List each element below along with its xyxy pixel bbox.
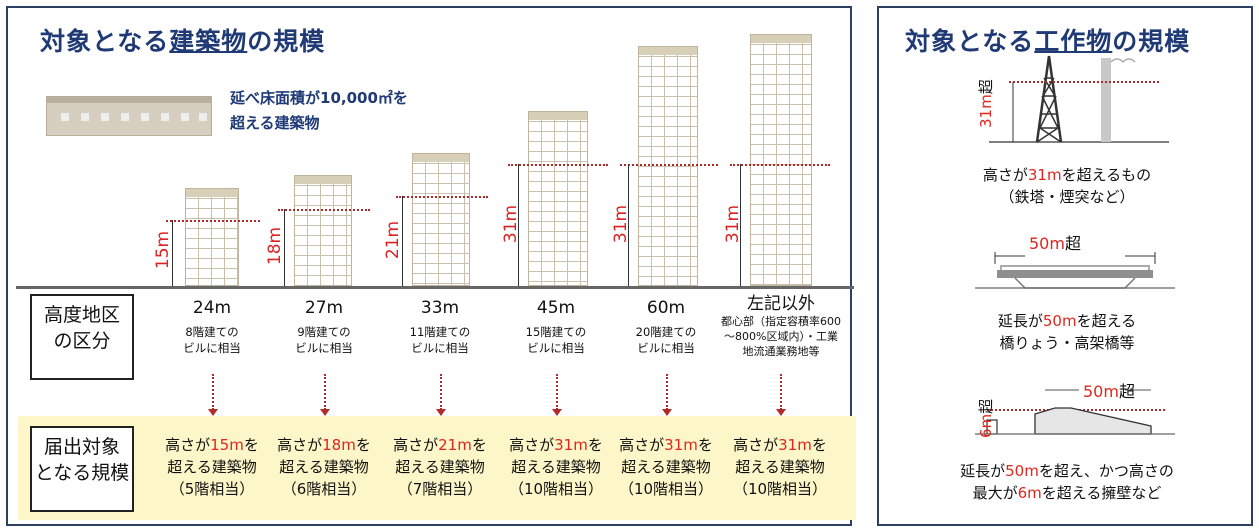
height-label: 31m [611,204,632,244]
district-column: 33m 11階建てのビルに相当 [409,298,471,355]
district-column: 24m 8階建てのビルに相当 [183,298,241,355]
target-building-result: 高さが31mを 超える建築物（10階相当） [618,436,714,498]
bridge-illustration [975,252,1175,289]
district-label-box: 高度地区 の区分 [30,294,134,380]
district-column: 左記以外 都心部（指定容積率600～800%区域内）・工業地流通業務地等 [721,294,841,358]
building-45m [528,111,588,286]
down-arrow-icon [208,374,218,416]
down-arrow-icon [552,374,562,416]
wall-length-label: 50m超 [1083,382,1135,401]
measure-line [518,164,519,286]
district-column: 60m 20階建てのビルに相当 [635,298,697,355]
ground-line [16,286,854,289]
measure-line [284,209,285,286]
measure-line [628,164,629,286]
height-label: 31m [723,204,744,244]
building-other [750,34,812,286]
tower-chimney-illustration [989,55,1169,143]
height-label: 31m [501,204,522,244]
target-building-result: 高さが15mを 超える建築物（5階相当） [165,436,259,498]
wall-height-label: 6m超 [977,398,995,438]
measure-line [402,196,403,286]
building-33m [412,153,470,286]
down-arrow-icon [662,374,672,416]
building-24m [185,188,239,286]
target-label-box: 届出対象 となる規模 [30,426,134,512]
structures-title: 対象となる工作物の規模 [905,27,1191,56]
height-label: 21m [383,220,404,260]
target-scale-band [18,416,856,520]
retaining-wall-illustration [975,389,1175,435]
target-building-result: 高さが31mを 超える建築物（10階相当） [732,436,828,498]
threshold-line [730,164,830,166]
down-arrow-icon [320,374,330,416]
wall-description: 延長が50mを超え、かつ高さの 最大が6mを超える擁壁など [960,462,1174,502]
floor-area-note: 延べ床面積が10,000㎡を 超える建築物 [230,89,408,132]
height-label: 15m [153,230,174,270]
target-building-result: 高さが18mを 超える建築物（6階相当） [277,436,371,498]
bridge-length-label: 50m超 [1029,234,1081,253]
bridge-description: 延長が50mを超える 橋りょう・高架橋等 [997,312,1137,352]
large-floor-area-building-image [46,96,212,136]
tower-height-label: 31m超 [977,79,995,128]
target-building-result: 高さが31mを 超える建築物（10階相当） [508,436,604,498]
threshold-line [620,164,718,166]
district-column: 45m 15階建てのビルに相当 [525,298,587,355]
down-arrow-icon [776,374,786,416]
measure-line [740,164,741,286]
threshold-line [396,196,488,198]
measure-line [172,220,173,286]
tower-description: 高さが31mを超えるもの （鉄塔・煙突など） [982,166,1152,206]
buildings-panel: 対象となる建築物の規模 延べ床面積が10,000㎡を 超える建築物 15m 18… [6,6,856,526]
down-arrow-icon [436,374,446,416]
threshold-line [278,209,370,211]
district-column: 27m 9階建てのビルに相当 [295,298,353,355]
building-27m [294,175,352,286]
threshold-line [508,164,608,166]
buildings-title: 対象となる建築物の規模 [40,27,326,56]
height-label: 18m [265,226,286,266]
building-60m [638,46,698,286]
threshold-line [166,220,260,222]
structures-panel: 対象となる工作物の規模 31m超 高さが31mを超えるもの （鉄塔・煙突など） … [877,6,1253,526]
target-building-result: 高さが21mを 超える建築物（7階相当） [393,436,487,498]
